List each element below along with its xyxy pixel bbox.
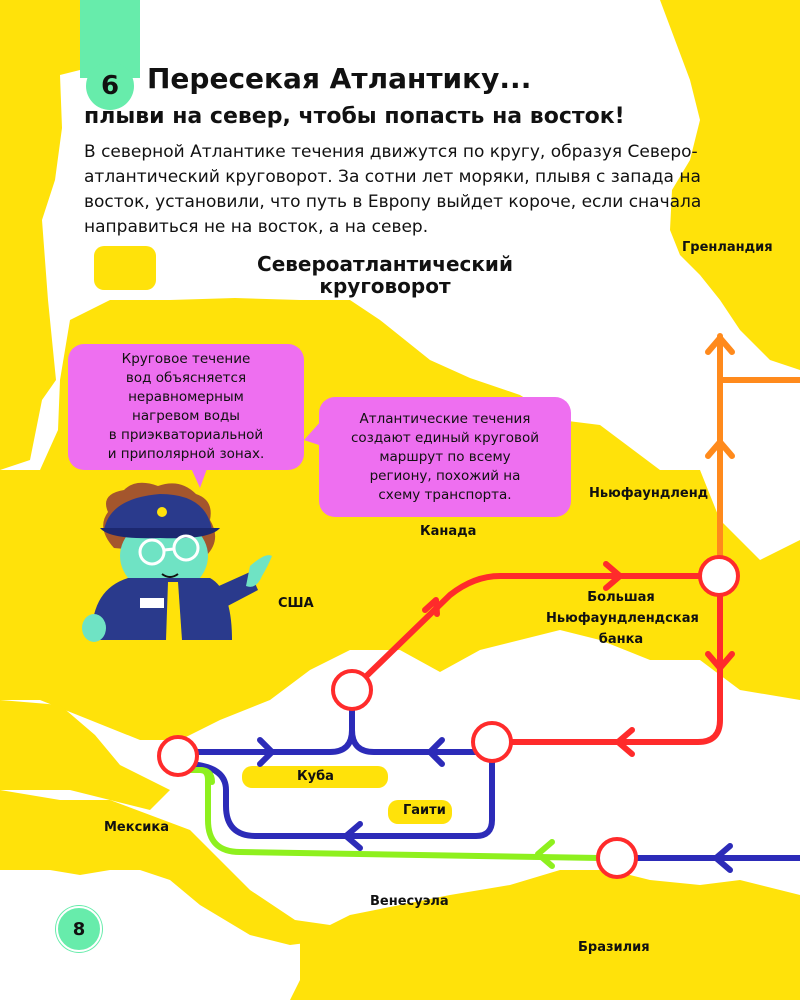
name-badge — [140, 598, 164, 608]
intro-line: восток, установили, что путь в Европу вы… — [84, 192, 702, 212]
red-current-line — [507, 592, 723, 745]
label-newfoundland: Ньюфаундленд — [589, 486, 709, 501]
station-circle — [698, 555, 740, 597]
label-greenland: Гренландия — [682, 240, 773, 255]
greenland-landmass — [660, 0, 800, 370]
arrow-right-icon — [603, 561, 623, 591]
red-current-line — [349, 573, 703, 693]
green-current-line — [197, 767, 215, 785]
bubble-line: маршрут по всему — [379, 448, 511, 465]
label-canada: Канада — [420, 524, 477, 539]
label-haiti: Гаити — [403, 803, 446, 818]
label-cuba: Куба — [297, 769, 334, 784]
intro-line: атлантический круговорот. За сотни лет м… — [84, 167, 701, 187]
bubble-tail — [190, 466, 208, 488]
map-title-line: Североатлантический — [257, 252, 513, 276]
smile — [161, 573, 179, 578]
arm — [210, 572, 258, 610]
gulf-landmass — [0, 700, 170, 810]
intro-line: В северной Атлантике течения движутся по… — [84, 142, 698, 162]
page-title: Пересекая Атлантику... — [147, 62, 532, 95]
arrow-left-icon — [427, 737, 445, 767]
bubble-line: Круговое течение — [121, 351, 251, 367]
tie — [166, 582, 182, 640]
arrow-right-icon — [257, 737, 275, 767]
arrow-left-icon — [535, 839, 555, 869]
island-landmass — [242, 766, 388, 788]
arrow-up-icon — [705, 335, 735, 355]
label-grand-banks: Большая Ньюфаундлендская банка — [546, 587, 699, 650]
label-line: Большая — [587, 590, 655, 605]
bubble-line: неравномерным — [128, 389, 244, 405]
glasses — [172, 534, 200, 562]
north-america-landmass — [0, 0, 80, 470]
station-circle — [596, 837, 638, 879]
cap-badge — [157, 507, 167, 517]
glasses — [138, 538, 166, 566]
arrow-down-icon — [705, 651, 735, 671]
label-line: Ньюфаундлендская — [546, 611, 699, 626]
station-circle — [331, 669, 373, 711]
arrow-up-icon — [422, 597, 440, 617]
arrow-left-icon — [713, 843, 733, 873]
intro-paragraph: В северной Атлантике течения движутся по… — [84, 140, 724, 240]
label-line: банка — [598, 632, 644, 647]
station-circle — [157, 735, 199, 777]
speech-bubble-left: Круговое течение вод объясняется неравно… — [68, 344, 304, 470]
bubble-line: в приэкваториальной — [108, 427, 264, 443]
bubble-line: вод объясняется — [125, 370, 247, 386]
hand-pointing — [246, 555, 272, 587]
jacket — [91, 578, 233, 640]
label-usa: США — [278, 596, 314, 611]
island-landmass — [620, 500, 684, 528]
arctic-landmass — [700, 0, 800, 40]
arrow-left-icon — [343, 821, 363, 851]
map-title-line: круговорот — [319, 274, 451, 298]
page-number: 8 — [56, 906, 102, 952]
map-title: Североатлантический круговорот — [220, 253, 550, 297]
page-subtitle: плыви на север, чтобы попасть на восток! — [84, 104, 625, 129]
intro-line: направиться не на восток, а на север. — [84, 217, 429, 237]
hand — [82, 614, 106, 642]
speech-bubble-right: Атлантические течения создают единый кру… — [319, 397, 571, 517]
bubble-line: схему транспорта. — [378, 486, 512, 503]
bubble-line: создают единый круговой — [350, 429, 539, 446]
island-landmass — [388, 800, 452, 824]
station-circle — [471, 721, 513, 763]
label-venezuela: Венесуэла — [370, 894, 449, 909]
bubble-line: Атлантические течения — [359, 410, 531, 427]
bubble-line: и приполярной зонах. — [107, 446, 265, 462]
label-mexico: Мексика — [104, 820, 169, 835]
arrow-left-icon — [615, 727, 635, 757]
chapter-number: 6 — [86, 62, 134, 110]
island-landmass — [94, 246, 156, 290]
glasses — [163, 547, 175, 552]
blue-current-line — [185, 757, 495, 839]
central-america-landmass — [0, 790, 330, 945]
arrow-up-icon — [705, 439, 735, 459]
conductor-character — [82, 482, 272, 642]
south-america-landmass — [290, 870, 800, 1000]
label-brazil: Бразилия — [578, 940, 650, 955]
blue-current-line — [349, 727, 481, 755]
bubble-line: региону, похожий на — [369, 467, 521, 484]
bubble-line: нагревом воды — [132, 408, 240, 424]
bubble-tail — [304, 420, 322, 446]
